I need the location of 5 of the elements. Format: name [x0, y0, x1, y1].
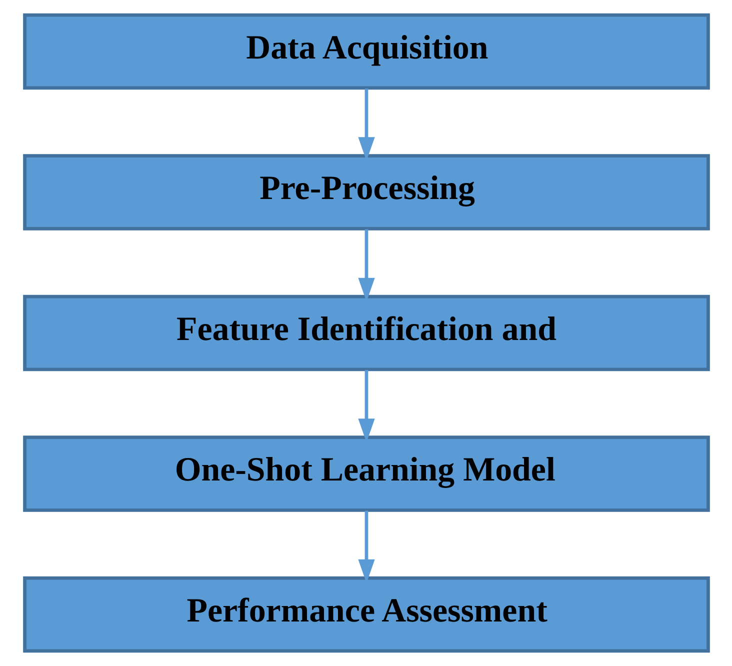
- node-box: Performance Assessment: [22, 576, 710, 653]
- node-box: Feature Identification and: [22, 294, 710, 372]
- node-box: Data Acquisition: [22, 13, 710, 90]
- node-box: One-Shot Learning Model: [22, 436, 710, 512]
- node-box: Pre-Processing: [22, 154, 710, 230]
